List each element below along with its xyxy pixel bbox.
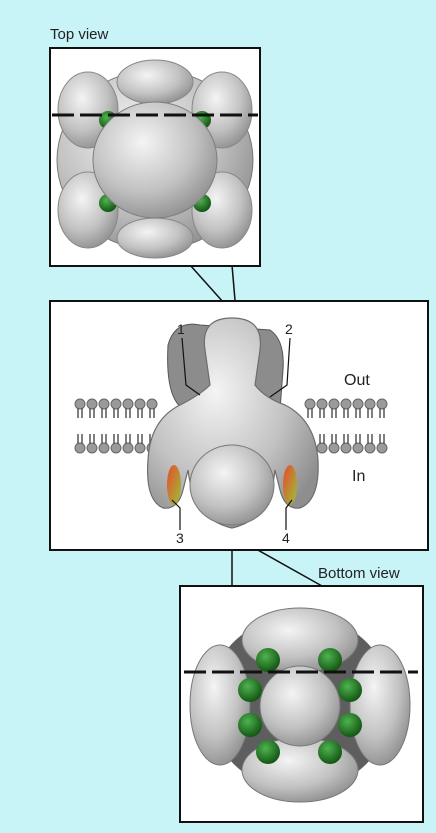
callout-1: 1 <box>177 321 185 337</box>
lipid-head <box>341 443 351 453</box>
lipid-head <box>135 443 145 453</box>
green-subunit <box>318 648 342 672</box>
lipid-head <box>135 399 145 409</box>
lipid-head <box>123 399 133 409</box>
lipid-head <box>87 399 97 409</box>
green-subunit <box>318 740 342 764</box>
top-view-label: Top view <box>50 26 108 43</box>
channel-right <box>283 465 297 505</box>
callout-2: 2 <box>285 321 293 337</box>
lipid-head <box>99 443 109 453</box>
callout-3: 3 <box>176 530 184 546</box>
lipid-head <box>329 399 339 409</box>
bottom-view-panel <box>180 586 423 822</box>
lipid-head <box>341 399 351 409</box>
side-view-panel <box>50 301 428 550</box>
lipid-head <box>75 443 85 453</box>
lipid-head <box>87 443 97 453</box>
lipid-head <box>365 443 375 453</box>
lipid-head <box>111 443 121 453</box>
lipid-head <box>147 399 157 409</box>
top-view-protein <box>57 60 253 258</box>
lipid-head <box>365 399 375 409</box>
lipid-head <box>353 399 363 409</box>
bottom-view-label: Bottom view <box>318 565 400 582</box>
out-label: Out <box>344 372 370 390</box>
lipid-head <box>377 443 387 453</box>
top-view-panel <box>50 48 260 266</box>
green-subunit <box>256 648 280 672</box>
channel-left <box>167 465 181 505</box>
lipid-head <box>305 399 315 409</box>
lipid-head <box>75 399 85 409</box>
green-subunit <box>238 713 262 737</box>
green-subunit <box>256 740 280 764</box>
callout-4: 4 <box>282 530 290 546</box>
lipid-head <box>123 443 133 453</box>
lipid-head <box>377 399 387 409</box>
green-subunit <box>338 678 362 702</box>
green-subunit <box>338 713 362 737</box>
lipid-head <box>111 399 121 409</box>
in-label: In <box>352 468 365 486</box>
lipid-head <box>329 443 339 453</box>
green-subunit <box>238 678 262 702</box>
lipid-head <box>317 443 327 453</box>
lipid-head <box>99 399 109 409</box>
lipid-head <box>317 399 327 409</box>
lipid-head <box>353 443 363 453</box>
